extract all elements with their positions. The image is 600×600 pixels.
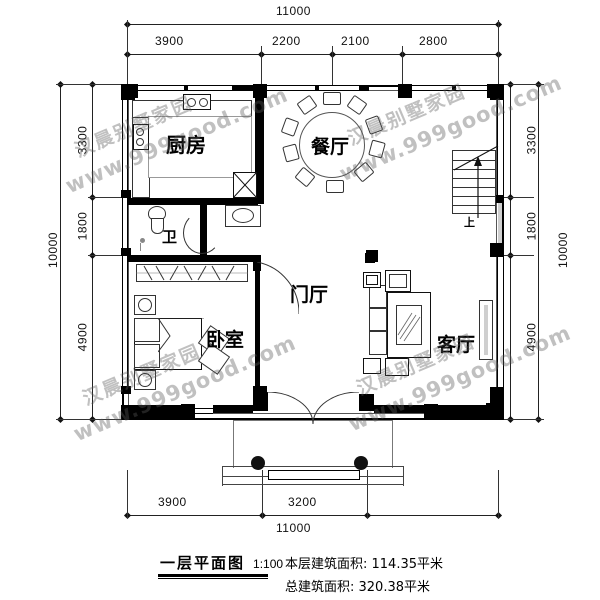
stair-direction-arrow-icon	[453, 145, 499, 218]
dim-top-seg-1: 3900	[155, 34, 184, 48]
plan-title: 一层平面图	[160, 554, 246, 572]
bed-quilt-icon	[158, 318, 204, 353]
dim-bottom-seg-1: 3900	[158, 495, 187, 509]
bedroom-door-arc-icon	[256, 262, 299, 314]
dim-top-seg-3: 2100	[341, 34, 370, 48]
porch-column-left	[251, 456, 265, 470]
area-floor-text: 本层建筑面积: 114.35平米	[285, 557, 443, 572]
area-total-text: 总建筑面积: 320.38平米	[285, 580, 430, 595]
plan-scale: 1:100	[253, 557, 284, 571]
dim-left-seg-1: 3300	[75, 125, 90, 155]
porch-column-right	[354, 456, 368, 470]
dim-top-seg-4: 2800	[419, 34, 448, 48]
room-label-living: 客厅	[437, 334, 476, 356]
dim-left-seg-2: 1800	[75, 211, 90, 241]
dim-right-seg-3: 4900	[524, 322, 539, 352]
entry-double-door-icon	[267, 392, 359, 425]
stair-up-label: 上	[464, 216, 475, 229]
dim-left-seg-3: 4900	[75, 322, 90, 352]
dim-bottom-seg-2: 3200	[288, 495, 317, 509]
title-underline-thin	[158, 578, 268, 579]
dim-right-overall: 10000	[555, 232, 570, 268]
dim-top-seg-2: 2200	[272, 34, 301, 48]
room-label-kitchen: 厨房	[166, 133, 206, 157]
room-label-bedroom: 卧室	[206, 329, 245, 351]
dim-right-seg-1: 3300	[524, 125, 539, 155]
wardrobe-hangers-icon	[136, 265, 248, 281]
room-label-bathroom: 卫	[162, 228, 178, 246]
dim-bottom-overall: 11000	[276, 521, 311, 535]
room-label-dining: 餐厅	[311, 136, 350, 158]
title-block: 一层平面图 1:100	[160, 552, 283, 573]
room-label-foyer: 门厅	[290, 284, 329, 306]
coffee-table-hatch-icon	[397, 312, 421, 342]
title-underline	[158, 574, 268, 577]
dim-left-overall: 10000	[45, 232, 60, 268]
dim-right-seg-2: 1800	[524, 211, 539, 241]
dim-top-overall: 11000	[276, 4, 311, 18]
closet-x-icon	[233, 172, 257, 198]
